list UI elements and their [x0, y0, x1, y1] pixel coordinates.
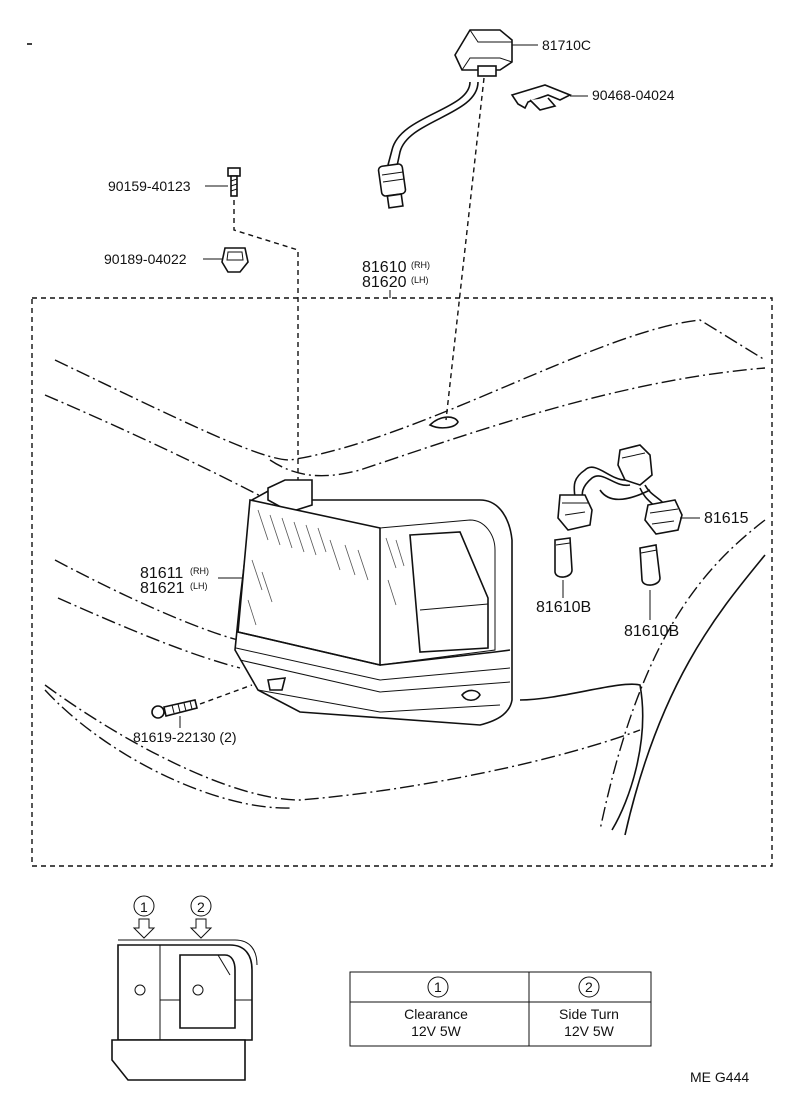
label-clip: 90468-04024	[592, 87, 675, 103]
table-col2-circle	[578, 976, 600, 998]
table-col1-number: 1	[434, 979, 442, 995]
label-lens-rh: 81611	[140, 565, 183, 582]
socket-81710c-drawing	[377, 29, 513, 209]
label-screw: 90159-40123	[108, 178, 191, 194]
bolt-drawing	[151, 699, 198, 719]
label-81615: 81615	[704, 510, 749, 527]
screw-drawing	[227, 167, 241, 197]
nut-drawing	[221, 247, 249, 273]
callout-2-arrow-icon	[189, 918, 213, 939]
label-bolt: 81619-22130 (2)	[133, 729, 237, 745]
vehicle-body-outline	[44, 319, 766, 836]
socket-wire-drawing	[554, 444, 683, 586]
label-81710c: 81710C	[542, 37, 591, 53]
assembly-line-bolt	[199, 684, 253, 705]
label-assembly-lh-tag: (LH)	[411, 275, 429, 285]
figure-code: ME G444	[690, 1069, 749, 1085]
callout-1-circle	[133, 895, 155, 917]
table-col2-line1: Side Turn	[559, 1006, 619, 1022]
label-lens-lh-tag: (LH)	[190, 581, 208, 591]
callout-2-number: 2	[197, 899, 205, 915]
callout-2-circle	[190, 895, 212, 917]
lamp-assembly-drawing	[234, 479, 513, 726]
label-bulb-a: 81610B	[536, 599, 591, 616]
label-lens-lh: 81621	[140, 580, 185, 597]
table-col1-line1: Clearance	[404, 1006, 468, 1022]
table-col2-number: 2	[585, 979, 593, 995]
callout-1-number: 1	[140, 899, 148, 915]
label-assembly-rh: 81610	[362, 259, 407, 276]
callout-1-arrow-icon	[132, 918, 156, 939]
label-assembly-lh: 81620	[362, 274, 407, 291]
table-col1-line2: 12V 5W	[411, 1023, 462, 1039]
assembly-box	[31, 297, 773, 867]
assembly-line-socket	[445, 77, 485, 421]
bulb-table	[349, 971, 652, 1047]
label-bulb-b: 81610B	[624, 623, 679, 640]
clip-drawing	[510, 84, 572, 111]
label-nut: 90189-04022	[104, 251, 187, 267]
table-col1-circle	[427, 976, 449, 998]
table-col2-line2: 12V 5W	[564, 1023, 615, 1039]
lamp-front-view	[111, 939, 258, 1081]
label-assembly-rh-tag: (RH)	[411, 260, 430, 270]
assembly-line-screw	[233, 200, 299, 480]
label-lens-rh-tag: (RH)	[190, 566, 209, 576]
